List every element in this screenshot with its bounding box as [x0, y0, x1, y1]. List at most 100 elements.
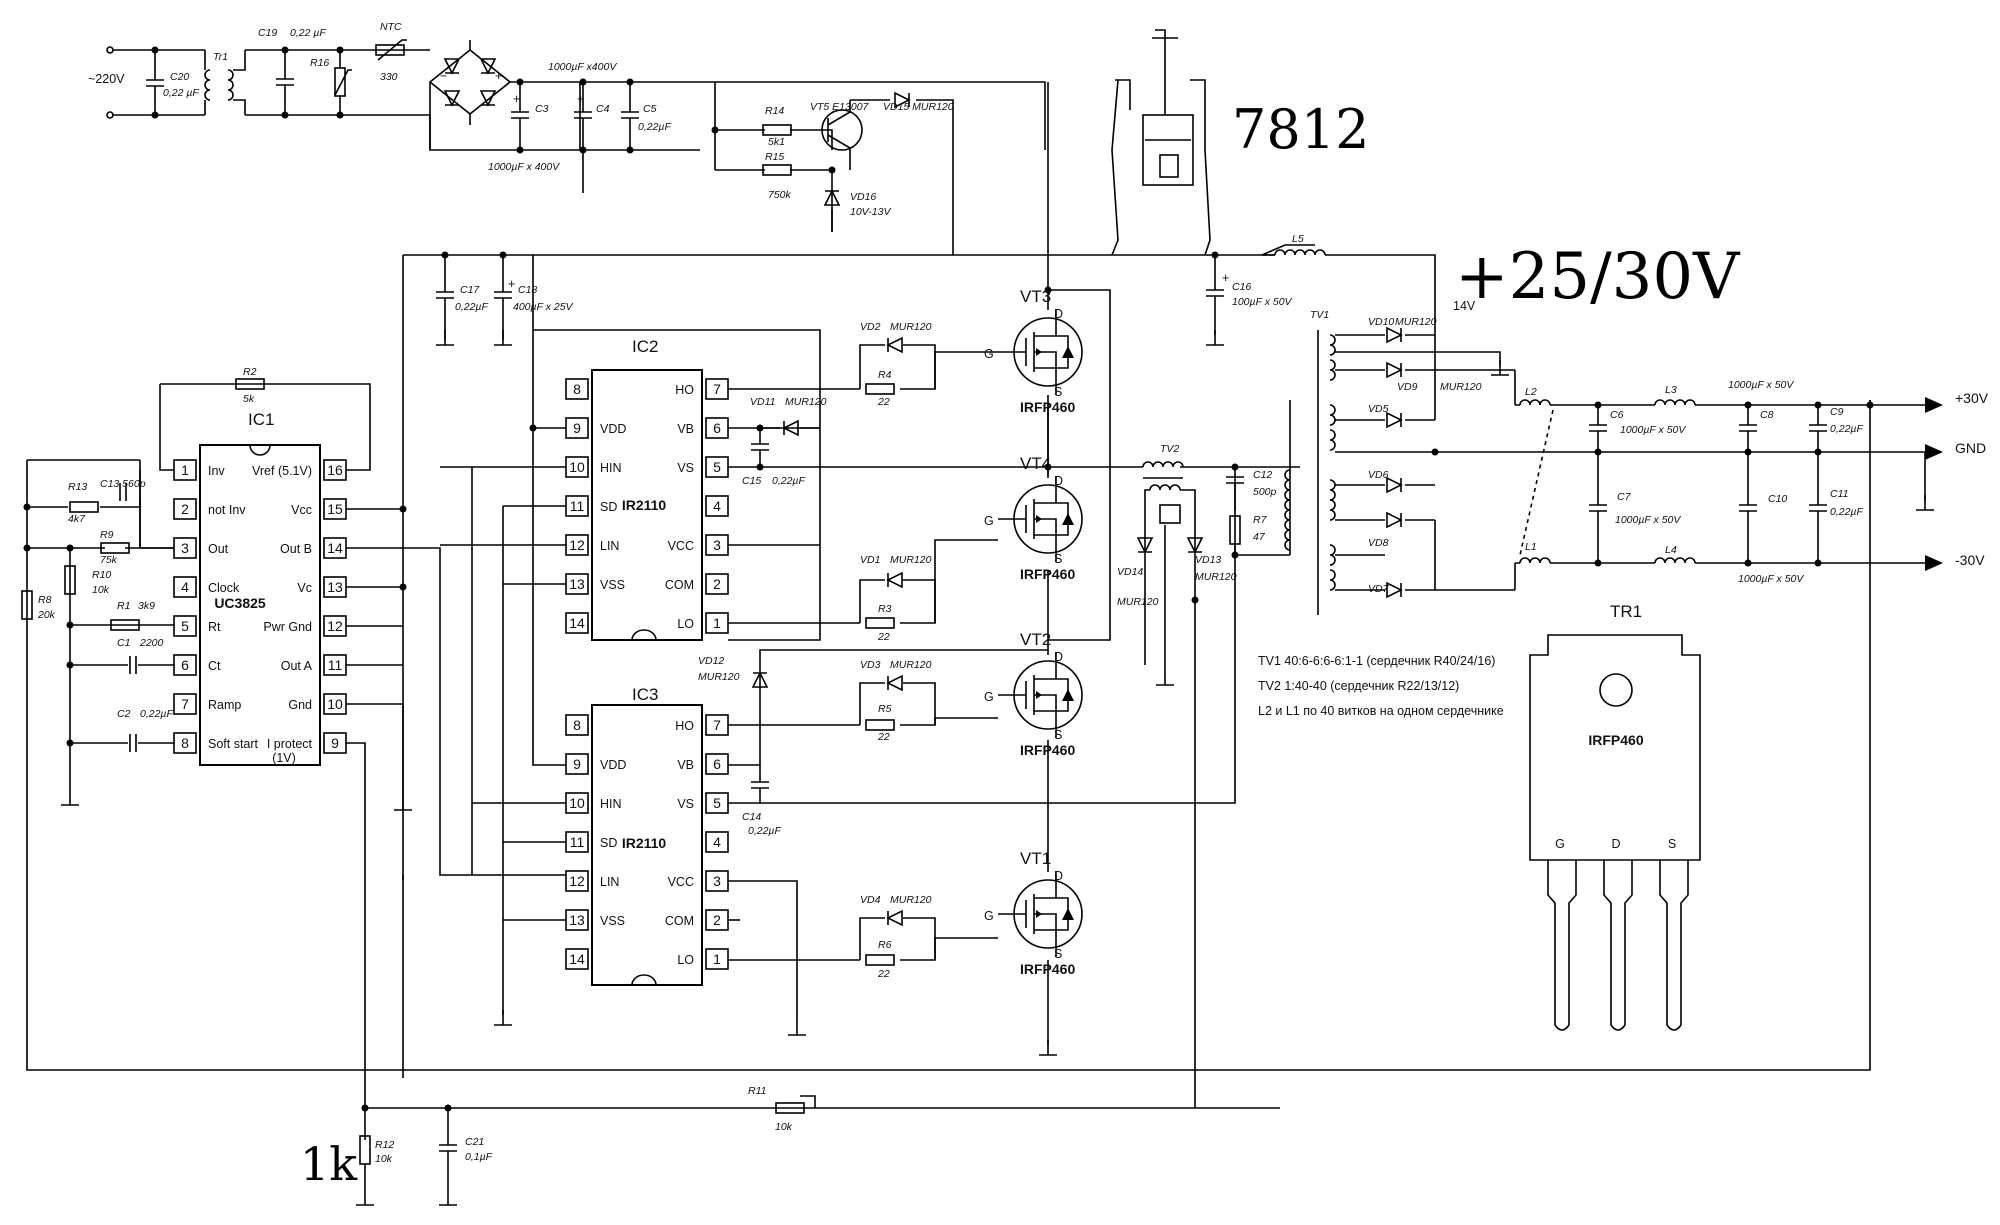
junction-dot — [66, 739, 74, 747]
tr1-title: TR1 — [1610, 602, 1642, 621]
wire — [580, 81, 1046, 150]
c11-label: C11 — [1830, 488, 1848, 500]
ic3-pin-num: 9 — [573, 756, 581, 772]
c13-label: C13 560p — [100, 478, 146, 490]
junction-dot — [626, 146, 634, 154]
c6-label: C6 — [1610, 409, 1624, 421]
ic1-pin-9 — [323, 732, 347, 754]
junction-dot — [66, 544, 74, 552]
ic1-iprotect-sub: (1V) — [272, 751, 296, 765]
r15-value: 750k — [768, 189, 792, 201]
r15-label: R15 — [765, 151, 784, 163]
junction-dot — [151, 46, 159, 54]
ntc-label: NTC — [380, 21, 402, 33]
ic2-pin-num: 7 — [713, 381, 721, 397]
mosfets: VT3IRFP460DGSVT4IRFP460DGSVT2IRFP460DGSV… — [984, 287, 1083, 977]
wire — [859, 917, 936, 960]
vd9-symbol — [1386, 361, 1403, 379]
wire — [850, 99, 954, 255]
wire — [1434, 520, 1515, 591]
mosfet-symbol — [998, 653, 1069, 738]
c8-label: C8 — [1760, 409, 1774, 421]
wire — [1144, 545, 1196, 1108]
ic1-pin-6 — [173, 654, 197, 676]
junction-dot — [1044, 286, 1052, 294]
ic3-pin-1 — [705, 948, 729, 970]
wire — [346, 742, 1280, 1109]
ic1-pin-name: Vcc — [291, 503, 312, 517]
ic1-pin-name: Clock — [208, 581, 240, 595]
r10-symbol — [64, 565, 76, 595]
wire — [444, 255, 504, 340]
vd10-mur: MUR120 — [1395, 316, 1437, 328]
ic2-pin-4 — [705, 495, 729, 517]
ic2-pin-name: VS — [677, 461, 694, 475]
tv2-secondary — [1149, 484, 1181, 491]
c21-label: C21 — [465, 1136, 484, 1148]
ic2-pin-name: SD — [600, 500, 617, 514]
l5-symbol — [1274, 249, 1326, 256]
ic1-title: IC1 — [248, 410, 274, 429]
ic2-pin-num: 14 — [569, 615, 585, 631]
r1-value: 3k9 — [138, 600, 155, 612]
ic2-pin-2 — [705, 573, 729, 595]
r14-symbol — [762, 124, 792, 136]
ic2-pin-num: 5 — [713, 459, 721, 475]
ic1-pin-name: I protect — [267, 737, 313, 751]
vd9-label: VD9 — [1397, 381, 1418, 393]
ic1-pin-name: not Inv — [208, 503, 246, 517]
ac-in-label: ~220V — [88, 72, 125, 86]
ic2-pin-num: 10 — [569, 459, 585, 475]
r6-symbol — [865, 954, 895, 966]
r5-value: 22 — [877, 731, 890, 743]
wire — [204, 50, 246, 115]
junction-dot — [1431, 448, 1439, 456]
ic1-pin-num: 1 — [181, 462, 189, 478]
junction-dot — [66, 661, 74, 669]
r5-symbol — [865, 719, 895, 731]
c17-value: 0,22µF — [455, 301, 488, 313]
wire — [1434, 369, 1515, 420]
mosfet-s: S — [1054, 385, 1062, 399]
junction-dot — [441, 251, 449, 259]
c18-label: C18 — [518, 284, 537, 296]
r10-label: R10 — [92, 569, 111, 581]
c18-value: 400µF x 25V — [513, 301, 574, 313]
cap50a-value: 1000µF x 50V — [1728, 379, 1794, 391]
vd5-label: VD5 — [1368, 403, 1389, 415]
wire — [1234, 545, 1290, 556]
r2-symbol — [235, 378, 265, 390]
r2-value: 5k — [243, 393, 255, 405]
tv1-secondary — [1329, 479, 1336, 501]
vd14-symbol — [1136, 537, 1154, 554]
mosfet-g: G — [984, 514, 994, 528]
c18-symbol — [494, 291, 512, 299]
c15-value: 0,22µF — [772, 475, 805, 487]
l3-symbol — [1654, 399, 1696, 406]
r4-label: R4 — [878, 369, 892, 381]
c14-symbol — [751, 781, 769, 789]
vd2-label: VD2 — [860, 321, 881, 333]
ic1-pin-1 — [173, 459, 197, 481]
tv1-secondary — [1329, 569, 1336, 591]
c11-symbol — [1809, 504, 1827, 512]
mosfet-s: S — [1054, 947, 1062, 961]
mosfet-s: S — [1054, 552, 1062, 566]
c7-value: 1000µF x 50V — [1615, 514, 1681, 526]
tv2-primary — [1142, 461, 1184, 468]
r12-symbol — [359, 1135, 371, 1165]
wire — [859, 344, 936, 389]
c2-symbol — [129, 734, 137, 752]
tr1-label: Tr1 — [213, 51, 228, 63]
r8-label: R8 — [38, 594, 52, 606]
tr1-hole — [1599, 673, 1633, 707]
ic1-pin-num: 8 — [181, 735, 189, 751]
vd8-label: VD8 — [1368, 537, 1389, 549]
ic2-pin-14 — [565, 612, 589, 634]
vd16-value: 10V-13V — [850, 206, 891, 218]
vd13-label: VD13 — [1195, 554, 1221, 566]
